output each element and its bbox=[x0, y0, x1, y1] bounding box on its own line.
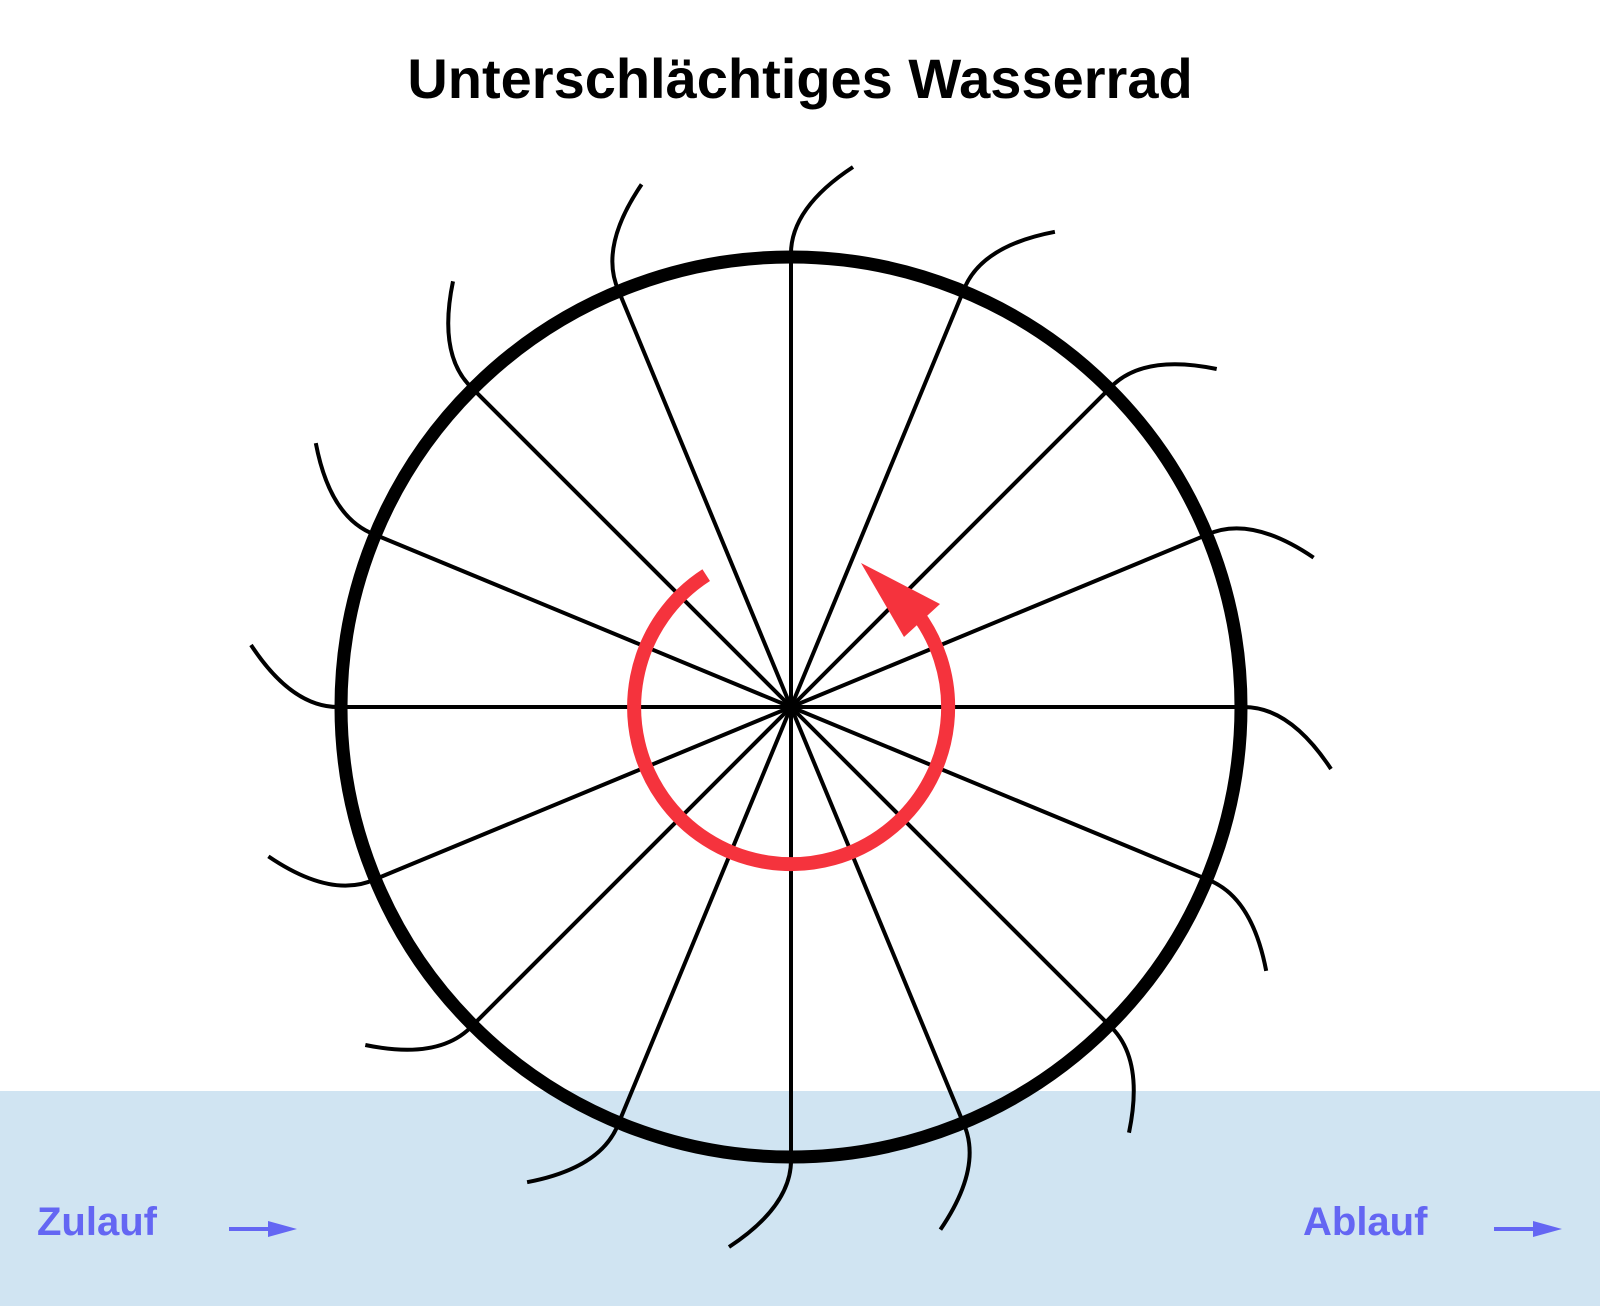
wheel-paddle bbox=[727, 1156, 794, 1249]
wheel-paddle bbox=[1205, 526, 1315, 560]
wheel-spoke bbox=[789, 387, 1111, 709]
wheel-paddle bbox=[938, 1121, 972, 1231]
inflow-label: Zulauf bbox=[37, 1200, 157, 1244]
water-body bbox=[0, 1091, 1600, 1306]
page-title: Unterschlächtiges Wasserrad bbox=[407, 47, 1193, 110]
rotation-arrow bbox=[627, 563, 956, 872]
wheel-paddle bbox=[1205, 877, 1269, 972]
wheel-spoke bbox=[616, 290, 793, 708]
wheel-paddle bbox=[526, 1121, 621, 1185]
outflow-arrow-icon bbox=[1494, 1221, 1562, 1237]
wheel-paddle bbox=[610, 183, 644, 293]
rotation-arc bbox=[627, 569, 956, 872]
rotation-arrowhead bbox=[861, 563, 940, 637]
wheel-spoke bbox=[471, 705, 793, 1027]
wheel-paddle bbox=[364, 1023, 475, 1052]
wheel-paddle bbox=[446, 280, 475, 391]
wheel-paddle bbox=[1107, 362, 1218, 391]
inflow-arrow-icon bbox=[229, 1221, 297, 1237]
wheel-spoke bbox=[789, 706, 966, 1124]
wheel-spoke bbox=[790, 705, 1208, 882]
wheel-spoke bbox=[616, 706, 793, 1124]
wheel-paddle bbox=[961, 229, 1056, 293]
wheel-paddle bbox=[267, 854, 377, 888]
outflow-label: Ablauf bbox=[1303, 1200, 1428, 1244]
wheel-spoke bbox=[374, 705, 792, 882]
wheel-paddle bbox=[1240, 704, 1333, 771]
wheel-paddle bbox=[1107, 1023, 1136, 1134]
wheel-spokes bbox=[341, 257, 1241, 1157]
wheel-spoke bbox=[789, 705, 1111, 1027]
wheel-paddle bbox=[788, 165, 855, 258]
wheel-paddle bbox=[313, 442, 377, 537]
wheel-spoke bbox=[471, 387, 793, 709]
wheel-spoke bbox=[790, 532, 1208, 709]
wheel-rim bbox=[334, 250, 1248, 1164]
wheel-paddle bbox=[249, 643, 342, 710]
wheel-spoke bbox=[374, 532, 792, 709]
wheel-spoke bbox=[789, 290, 966, 708]
wheel-paddles bbox=[249, 165, 1333, 1249]
